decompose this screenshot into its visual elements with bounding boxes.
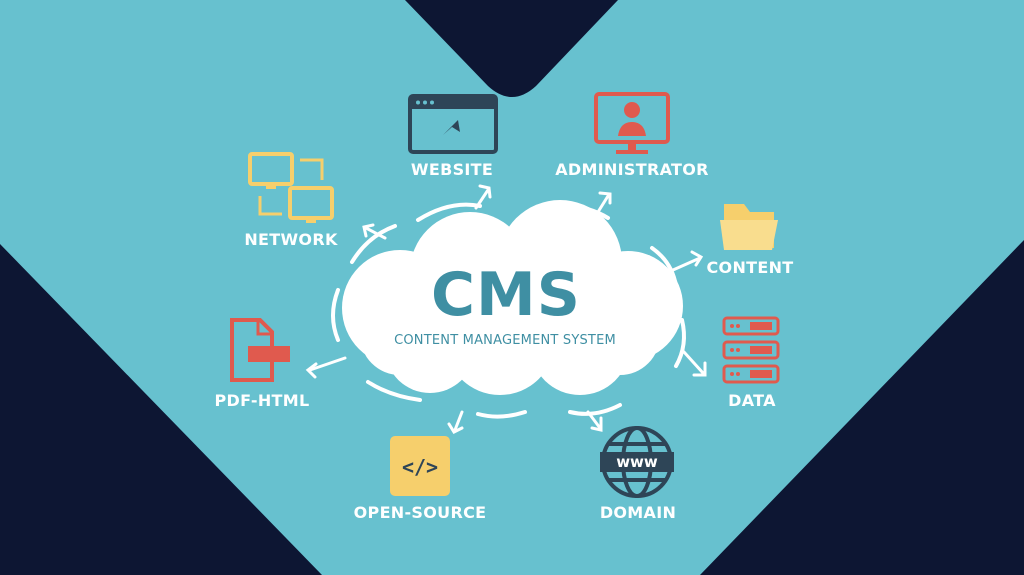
data-label: DATA bbox=[728, 391, 776, 410]
open-source-node: </> OPEN-SOURCE bbox=[354, 436, 487, 522]
website-label: WEBSITE bbox=[411, 160, 493, 179]
administrator-node: ADMINISTRATOR bbox=[555, 92, 709, 179]
folder-icon bbox=[720, 204, 778, 250]
content-label: CONTENT bbox=[707, 258, 794, 277]
website-node: WEBSITE bbox=[408, 94, 498, 179]
domain-node: www DOMAIN bbox=[600, 426, 676, 522]
cms-title: CMS bbox=[431, 260, 581, 330]
www-glyph: www bbox=[616, 453, 658, 471]
domain-label: DOMAIN bbox=[600, 503, 676, 522]
code-brackets-icon: </> bbox=[390, 436, 450, 496]
pdf-html-label: PDF-HTML bbox=[215, 391, 310, 410]
connector-arrows bbox=[305, 184, 707, 434]
administrator-label: ADMINISTRATOR bbox=[555, 160, 709, 179]
browser-window-icon bbox=[408, 94, 498, 154]
computer-network-icon bbox=[248, 152, 334, 223]
cms-cloud: CMS CONTENT MANAGEMENT SYSTEM bbox=[342, 200, 683, 395]
open-source-label: OPEN-SOURCE bbox=[354, 503, 487, 522]
network-node: NETWORK bbox=[244, 152, 338, 249]
data-node: DATA bbox=[722, 316, 780, 410]
network-label: NETWORK bbox=[244, 230, 338, 249]
content-node: CONTENT bbox=[707, 204, 794, 277]
server-stack-icon bbox=[722, 316, 780, 384]
cms-subtitle: CONTENT MANAGEMENT SYSTEM bbox=[394, 333, 616, 348]
document-icon bbox=[230, 318, 290, 382]
cloud-outline-arcs bbox=[331, 202, 686, 419]
pdf-html-node: PDF-HTML bbox=[215, 318, 310, 410]
globe-www-icon: www bbox=[600, 426, 674, 498]
monitor-user-icon bbox=[594, 92, 670, 154]
code-glyph: </> bbox=[402, 455, 438, 479]
